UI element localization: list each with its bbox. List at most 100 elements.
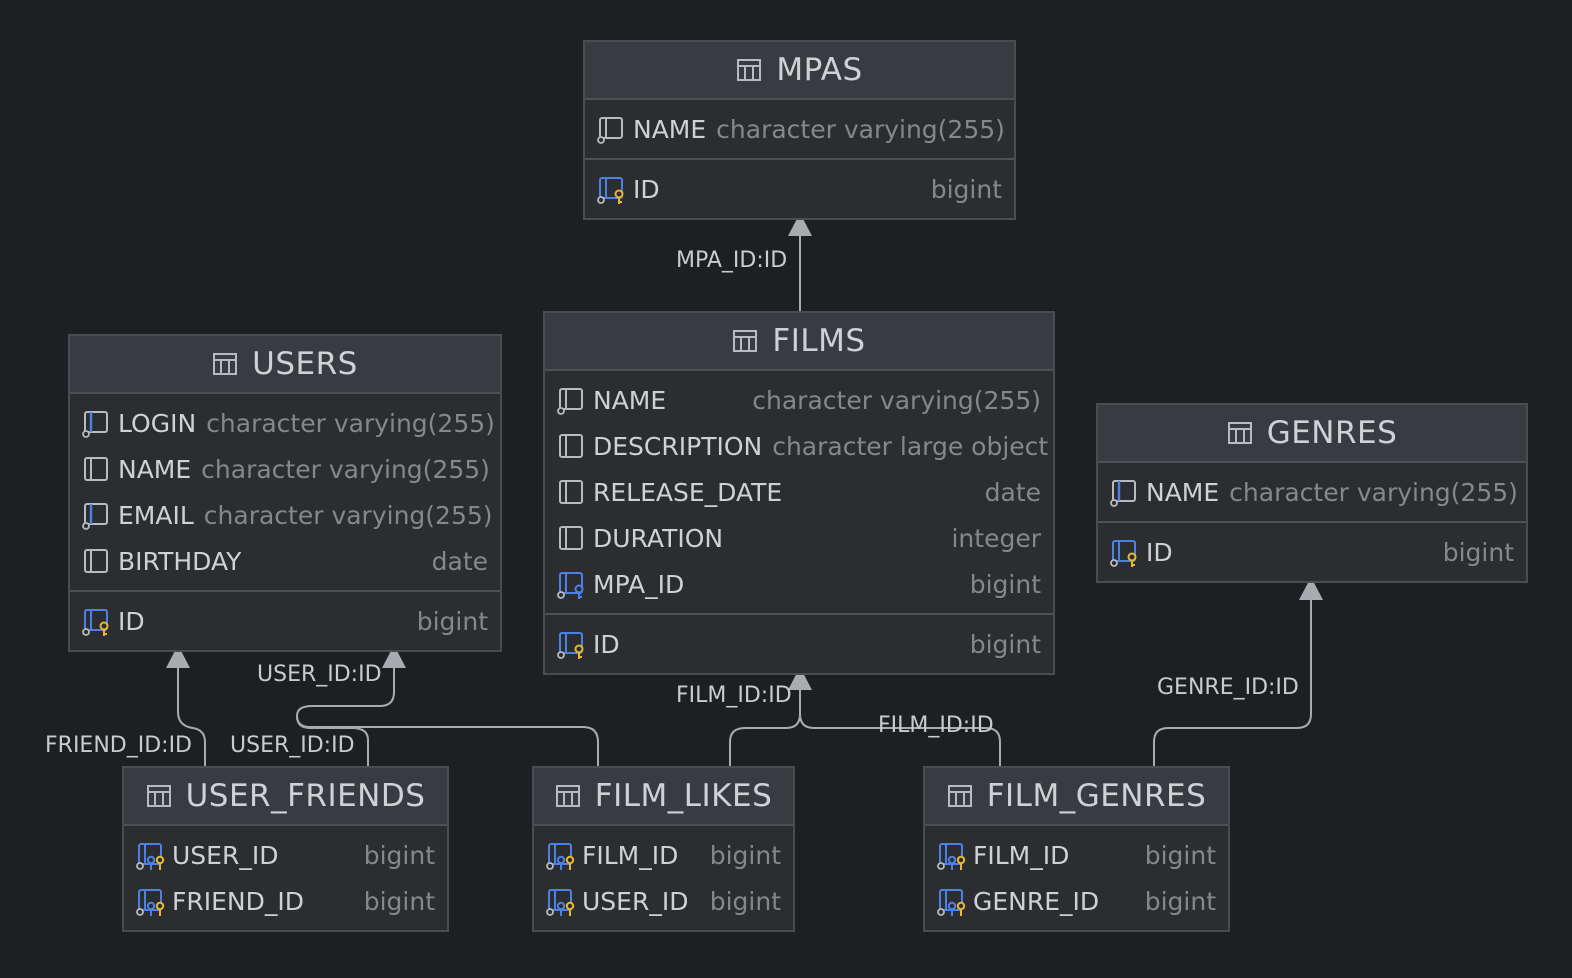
column-row[interactable]: USER_ID bigint [124,832,447,878]
column-row[interactable]: FRIEND_ID bigint [124,878,447,924]
column-type: bigint [709,840,781,870]
column-type: bigint [1442,537,1514,567]
column-type: character varying(255) [716,114,1005,144]
edge-label-mpa-id: MPA_ID:ID [676,248,788,273]
column-row[interactable]: EMAIL character varying(255) [70,492,500,538]
table-header[interactable]: FILM_GENRES [925,768,1228,826]
table-icon [1227,422,1252,444]
edge-label-friend-id: FRIEND_ID:ID [45,733,192,758]
table-user-friends[interactable]: USER_FRIENDS USER_ID bigint FRIEND_ID bi… [122,766,449,932]
table-genres[interactable]: GENRES NAME character varying(255) ID bi… [1096,403,1528,583]
column-name: FILM_ID [973,840,1070,870]
table-header[interactable]: FILM_LIKES [534,768,793,826]
composite-key-icon [546,843,575,870]
column-row[interactable]: USER_ID bigint [534,878,793,924]
keys-section: FILM_ID bigint GENRE_ID bigint [925,826,1228,930]
table-title: USER_FRIENDS [185,778,426,814]
column-name: BIRTHDAY [118,546,242,576]
column-row[interactable]: FILM_ID bigint [925,832,1228,878]
column-row[interactable]: ID bigint [585,166,1014,212]
arrow-to-mpas [788,213,812,236]
edge-film-genres-films[interactable] [799,713,1001,766]
table-users[interactable]: USERS LOGIN character varying(255) NAME … [68,334,502,652]
column-row[interactable]: LOGIN character varying(255) [70,400,500,446]
table-icon [555,785,580,807]
arrow-to-genres [1299,577,1323,600]
table-icon [146,785,171,807]
columns-section: LOGIN character varying(255) NAME charac… [70,394,500,590]
table-icon [213,353,238,375]
composite-key-icon [937,889,966,916]
column-row[interactable]: ID bigint [1098,529,1526,575]
column-type: character varying(255) [752,385,1041,415]
column-type: date [984,477,1041,507]
primary-key-icon [557,632,584,659]
keys-section: USER_ID bigint FRIEND_ID bigint [124,826,447,930]
column-name: DESCRIPTION [593,431,763,461]
column-notnull-icon [597,117,623,144]
table-title: FILM_LIKES [594,778,773,814]
table-header[interactable]: GENRES [1098,405,1526,463]
column-row[interactable]: NAME character varying(255) [70,446,500,492]
column-row[interactable]: FILM_ID bigint [534,832,793,878]
edge-film-genres-genres[interactable] [1153,596,1312,766]
edge-film-likes-films[interactable] [729,686,801,766]
edge-label-film-id-likes: FILM_ID:ID [676,683,792,708]
column-name: ID [1146,537,1173,567]
column-type: bigint [969,569,1041,599]
column-name: NAME [593,385,667,415]
table-films[interactable]: FILMS NAME character varying(255) DESCRI… [543,311,1055,675]
column-type: bigint [969,629,1041,659]
column-name: ID [118,606,145,636]
arrow-to-films [788,667,812,690]
column-type: bigint [709,886,781,916]
table-icon [947,785,972,807]
column-name: RELEASE_DATE [593,477,783,507]
column-name: LOGIN [118,408,197,438]
table-header[interactable]: MPAS [585,42,1014,100]
table-film-likes[interactable]: FILM_LIKES FILM_ID bigint USER_ID bigint [532,766,795,932]
table-header[interactable]: USER_FRIENDS [124,768,447,826]
column-row[interactable]: GENRE_ID bigint [925,878,1228,924]
column-indexed-icon [1110,480,1136,507]
column-name: MPA_ID [593,569,685,599]
edge-label-genre-id: GENRE_ID:ID [1157,675,1299,700]
column-row[interactable]: MPA_ID bigint [545,561,1053,607]
column-row[interactable]: BIRTHDAY date [70,538,500,584]
foreign-key-icon [557,572,584,599]
table-icon [737,59,762,81]
column-row[interactable]: NAME character varying(255) [585,106,1014,152]
column-row[interactable]: NAME character varying(255) [545,377,1053,423]
table-title: GENRES [1266,415,1398,451]
column-row[interactable]: ID bigint [70,598,500,644]
column-icon [559,480,583,504]
edge-label-film-id-genres: FILM_ID:ID [878,713,994,738]
table-title: FILM_GENRES [986,778,1207,814]
column-type: bigint [363,840,435,870]
table-header[interactable]: FILMS [545,313,1053,371]
column-notnull-icon [557,388,583,415]
column-row[interactable]: NAME character varying(255) [1098,469,1526,515]
column-row[interactable]: RELEASE_DATE date [545,469,1053,515]
table-film-genres[interactable]: FILM_GENRES FILM_ID bigint GENRE_ID bigi… [923,766,1230,932]
columns-section: NAME character varying(255) [1098,463,1526,521]
edge-film-likes-users[interactable] [296,715,599,766]
column-icon [84,549,108,573]
primary-key-icon [597,177,624,204]
composite-key-icon [546,889,575,916]
table-header[interactable]: USERS [70,336,500,394]
column-name: FRIEND_ID [172,886,304,916]
column-name: NAME [118,454,192,484]
column-row[interactable]: DESCRIPTION character large object [545,423,1053,469]
column-type: character varying(255) [203,500,493,530]
arrow-to-users-1 [166,645,190,668]
column-type: character varying(255) [201,454,490,484]
column-name: GENRE_ID [973,886,1100,916]
column-row[interactable]: DURATION integer [545,515,1053,561]
column-type: date [431,546,488,576]
composite-key-icon [937,843,966,870]
column-row[interactable]: ID bigint [545,621,1053,667]
table-mpas[interactable]: MPAS NAME character varying(255) ID bigi… [583,40,1016,220]
edge-user-friends-friend[interactable] [177,663,206,766]
